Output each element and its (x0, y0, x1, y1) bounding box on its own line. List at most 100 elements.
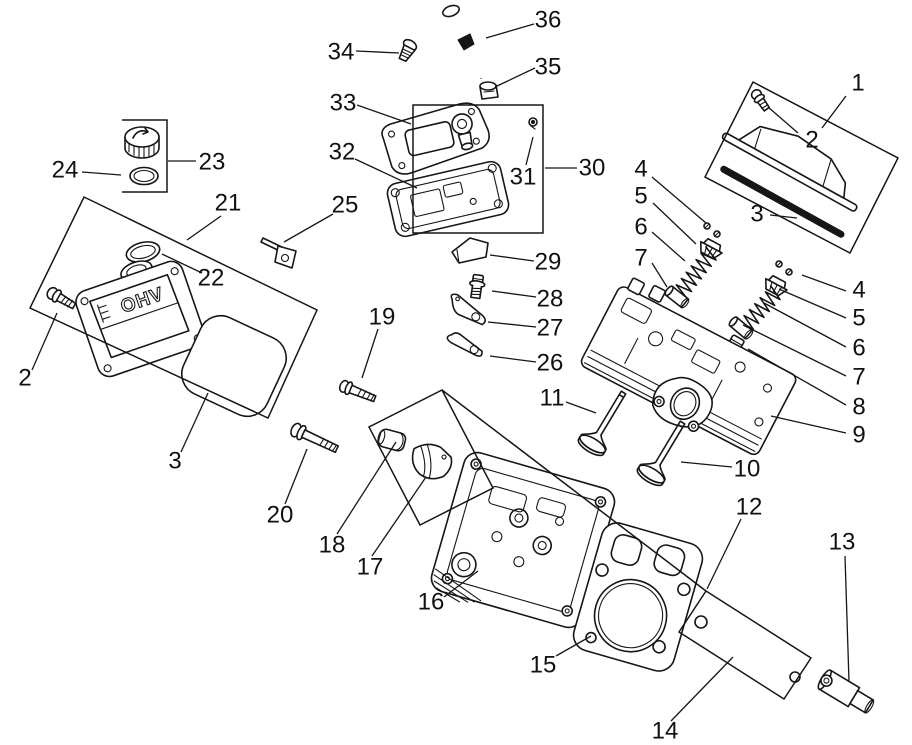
callout-label-2: 2 (18, 365, 31, 392)
cylinder-head-top (580, 277, 797, 456)
spring-retainer-right (765, 274, 788, 297)
leader-line-21 (186, 215, 222, 241)
leader-line-18 (336, 441, 397, 535)
leader-line-34 (355, 50, 400, 54)
callout-label-4: 4 (634, 156, 647, 183)
lifting-bracket (450, 293, 486, 326)
leader-line-4 (651, 176, 707, 224)
callout-label-8: 8 (852, 394, 865, 421)
leader-line-14 (670, 656, 734, 722)
clip-bracket (260, 237, 297, 269)
callout-label-7: 7 (634, 245, 647, 272)
leader-line-36 (485, 23, 535, 39)
callout-label-33: 33 (330, 90, 357, 117)
leader-line-26 (489, 355, 537, 363)
leader-line-16 (443, 570, 479, 598)
callout-label-4: 4 (852, 277, 865, 304)
head-cover-edge (720, 125, 858, 238)
callout-label-22: 22 (198, 265, 225, 292)
kit-box-21 (28, 195, 318, 419)
rocker-stud (338, 379, 377, 403)
cover-bolt (46, 286, 77, 310)
callout-label-30: 30 (579, 155, 606, 182)
valve-spring-left (670, 246, 717, 299)
callout-label-36: 36 (535, 7, 562, 34)
leader-line-35 (494, 67, 536, 88)
leader-line-33 (356, 104, 412, 125)
valve-keepers-right (775, 260, 793, 276)
callout-label-21: 21 (215, 190, 242, 217)
callout-label-19: 19 (369, 304, 396, 331)
head-gasket (572, 522, 704, 672)
callout-label-35: 35 (535, 54, 562, 81)
kit-box-12 (677, 589, 813, 701)
callout-label-26: 26 (537, 350, 564, 377)
leader-line-2 (767, 106, 799, 134)
leader-line-17 (371, 476, 427, 557)
breather-tube (442, 4, 487, 79)
leader-line-13 (844, 555, 850, 683)
leader-line-7 (651, 262, 668, 288)
leader-line-15 (555, 635, 592, 657)
valve-cover-gasket (180, 314, 288, 418)
kit-connector-line (441, 389, 707, 592)
push-rod (694, 615, 801, 683)
callout-label-31: 31 (510, 164, 537, 191)
callout-label-13: 13 (829, 529, 856, 556)
leader-line-27 (487, 321, 537, 328)
oil-fill-cap (124, 126, 160, 159)
breather-plate (386, 160, 510, 238)
callout-label-34: 34 (328, 39, 355, 66)
wedge-cap (451, 237, 489, 264)
leader-line-32 (354, 158, 418, 189)
leader-line-22 (161, 253, 203, 274)
flat-clip (446, 332, 483, 357)
leader-line-28 (491, 290, 537, 298)
callout-label-14: 14 (652, 718, 679, 745)
callout-label-12: 12 (736, 494, 763, 521)
callout-label-7: 7 (852, 364, 865, 391)
valve-keepers-left (703, 222, 721, 238)
callout-label-17: 17 (357, 554, 384, 581)
callout-label-32: 32 (329, 139, 356, 166)
callout-label-23: 23 (199, 149, 226, 176)
hydraulic-lifter (817, 669, 875, 714)
callout-label-5: 5 (852, 305, 865, 332)
callout-label-10: 10 (734, 456, 761, 483)
leader-line-8 (747, 348, 847, 406)
head-bolt (290, 422, 340, 454)
leader-line-6 (763, 302, 847, 348)
callout-label-11: 11 (540, 385, 565, 412)
callout-label-3: 3 (750, 201, 763, 228)
leader-line-3 (769, 214, 798, 219)
head-cover-gasket-strip (720, 165, 845, 238)
cover-vent-bolt (750, 88, 770, 112)
valve-cover: OHV (75, 260, 206, 378)
oil-cap-o-ring (129, 166, 159, 186)
intake-valve (577, 390, 627, 457)
leader-line-7 (742, 324, 847, 377)
plug-bolt (469, 273, 486, 300)
callout-label-3: 3 (168, 448, 181, 475)
callout-label-28: 28 (537, 286, 564, 313)
kit-box-17-18 (367, 388, 495, 527)
spring-cup-left (664, 285, 690, 309)
vent-fitting (398, 38, 418, 63)
exhaust-valve (636, 420, 686, 487)
callout-label-6: 6 (634, 214, 647, 241)
callout-label-15: 15 (530, 652, 557, 679)
leader-line-12 (706, 518, 742, 590)
leader-line-24 (81, 171, 122, 176)
kit-box-30 (412, 104, 544, 234)
leader-line-11 (565, 401, 597, 414)
kit-box-23 (122, 119, 168, 193)
kit-box-1 (703, 80, 900, 255)
callout-label-20: 20 (267, 502, 294, 529)
callout-label-24: 24 (52, 157, 79, 184)
callout-label-1: 1 (851, 70, 864, 97)
callout-label-29: 29 (535, 249, 562, 276)
leader-line-29 (489, 254, 535, 262)
cover-screw (528, 117, 538, 130)
breather-grommet (479, 81, 499, 100)
